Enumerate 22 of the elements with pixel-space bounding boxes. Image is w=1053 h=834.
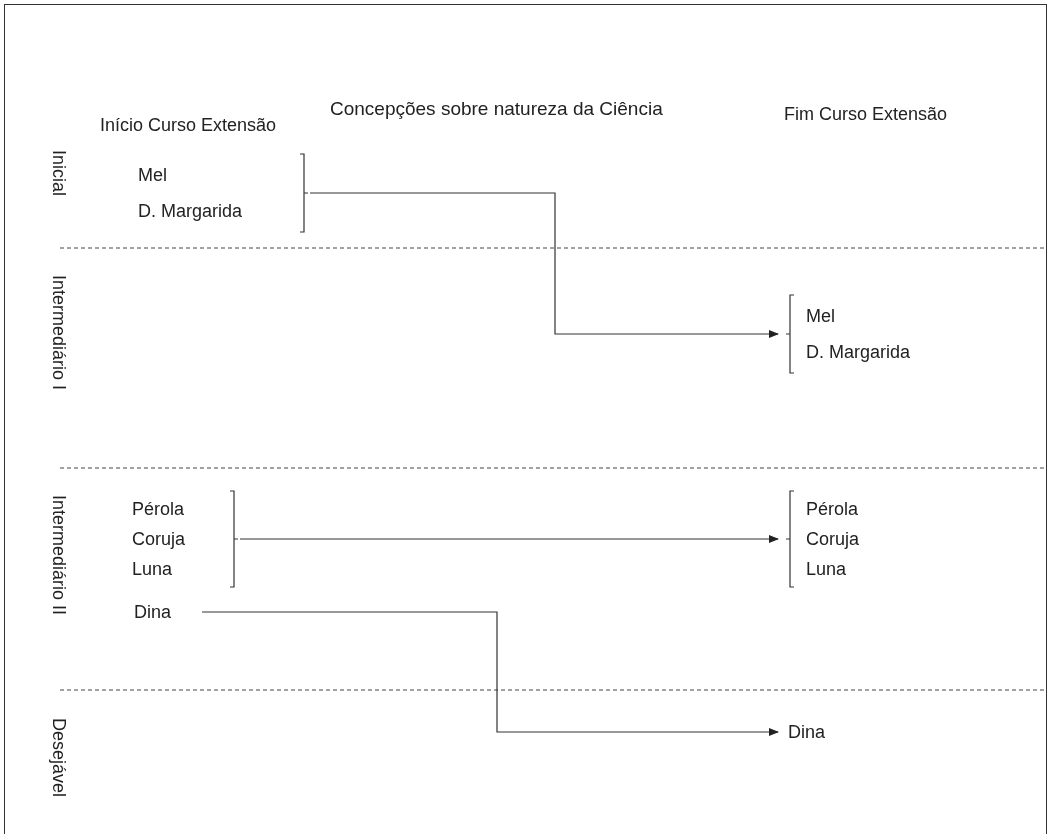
student-name: D. Margarida xyxy=(138,199,244,223)
row-label: Inicial xyxy=(48,150,69,197)
arrow xyxy=(201,611,779,736)
column-heading: Início Curso Extensão xyxy=(100,115,277,136)
row-label: Intermediário II xyxy=(48,495,69,616)
arrow xyxy=(239,535,779,543)
student-name: Dina xyxy=(788,720,827,744)
student-name: Luna xyxy=(806,557,848,581)
student-name: Pérola xyxy=(132,497,186,521)
student-name: Luna xyxy=(132,557,174,581)
student-name: Pérola xyxy=(806,497,860,521)
diagram-title: Concepções sobre natureza da Ciência xyxy=(330,98,663,120)
column-heading: Fim Curso Extensão xyxy=(784,104,948,125)
student-name: Mel xyxy=(806,304,836,328)
row-label: Intermediário I xyxy=(48,275,69,391)
student-name: Coruja xyxy=(806,527,861,551)
student-name: Coruja xyxy=(132,527,187,551)
student-name: Dina xyxy=(134,600,173,624)
student-name: Mel xyxy=(138,163,168,187)
arrow xyxy=(309,192,779,338)
student-name: D. Margarida xyxy=(806,340,912,364)
row-label: Desejável xyxy=(48,718,69,798)
